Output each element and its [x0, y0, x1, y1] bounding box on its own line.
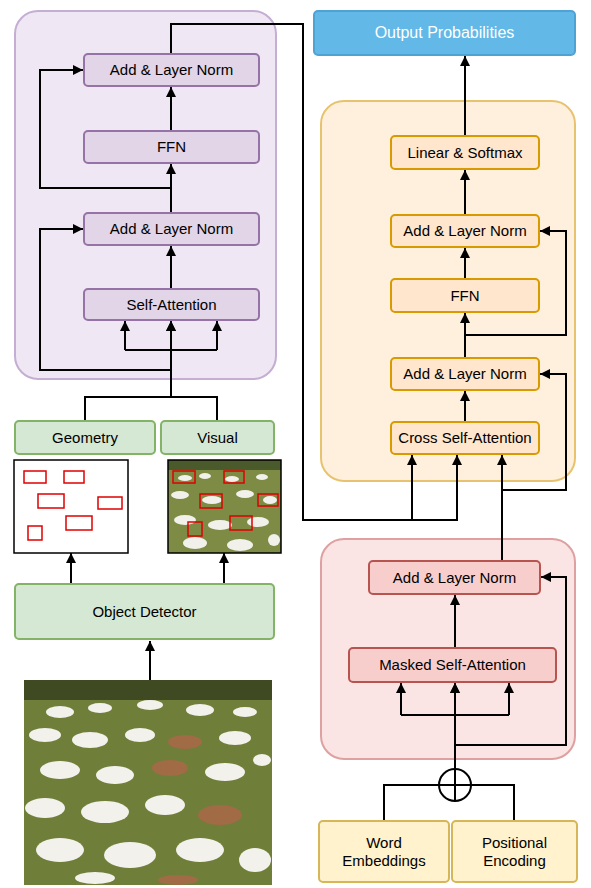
- fork-arrow: [400, 683, 402, 715]
- box-label: Add & Layer Norm: [403, 222, 526, 239]
- image-frame: [168, 460, 281, 553]
- bounding-boxes: [24, 471, 122, 540]
- fork-line: [125, 349, 217, 351]
- feature-box: Visual: [160, 420, 281, 553]
- encoder-block: Add & Layer NormFFNAdd & Layer NormSelf-…: [14, 10, 277, 380]
- geometry-image: [14, 460, 128, 553]
- box-label: Positional Encoding: [457, 834, 572, 869]
- embedding-box: Word Embeddings: [318, 820, 450, 883]
- feature-label: Visual: [160, 420, 275, 455]
- input-photo: [24, 680, 272, 885]
- attention-box: Masked Self-Attention: [348, 647, 557, 683]
- box-label: Add & Layer Norm: [393, 569, 516, 586]
- feature-box: Geometry: [14, 420, 156, 553]
- box-label: Object Detector: [92, 603, 196, 620]
- connector: [223, 553, 225, 583]
- connector: [464, 391, 466, 421]
- connector: [464, 248, 466, 278]
- photo-forest: [24, 680, 272, 700]
- brown-cows: [152, 735, 242, 885]
- connector: [464, 170, 466, 214]
- connector: [454, 595, 456, 647]
- photo-arrow: [149, 641, 151, 680]
- fork-arrow: [124, 321, 126, 350]
- box-label: FFN: [450, 287, 479, 304]
- box-label: Masked Self-Attention: [379, 656, 526, 673]
- box-label: FFN: [157, 138, 186, 155]
- encoding-box: Positional Encoding: [451, 820, 578, 883]
- image-frame: [14, 460, 128, 553]
- box-label: Self-Attention: [126, 296, 216, 313]
- box-label: Add & Layer Norm: [110, 61, 233, 78]
- decoder-block: Linear & SoftmaxAdd & Layer NormFFNAdd &…: [320, 100, 576, 482]
- photo-ground: [24, 680, 272, 885]
- connector: [170, 246, 172, 288]
- norm-box: Add & Layer Norm: [83, 53, 260, 87]
- image-ground: [168, 460, 281, 553]
- fork-line: [401, 714, 509, 716]
- fork-arrow: [508, 683, 510, 715]
- box-label: Cross Self-Attention: [398, 429, 531, 446]
- norm-box: Add & Layer Norm: [390, 214, 540, 248]
- box-label: Output Probabilities: [375, 24, 515, 42]
- ffn-box: FFN: [83, 130, 260, 164]
- norm-box: Add & Layer Norm: [390, 357, 540, 391]
- connector: [464, 56, 466, 135]
- attention-box: Cross Self-Attention: [390, 421, 540, 455]
- box-label: Add & Layer Norm: [110, 220, 233, 237]
- connector: [170, 87, 172, 130]
- detector-box: Object Detector: [14, 583, 275, 640]
- masked-block: Add & Layer NormMasked Self-Attention: [320, 538, 576, 760]
- visual-image: [168, 460, 281, 553]
- image-forest: [168, 460, 281, 470]
- output-box: Output Probabilities: [313, 10, 576, 56]
- box-label: Add & Layer Norm: [403, 365, 526, 382]
- norm-box: Add & Layer Norm: [83, 212, 260, 246]
- connector: [70, 553, 72, 583]
- cows: [171, 473, 280, 551]
- softmax-box: Linear & Softmax: [390, 135, 540, 170]
- ffn-box: FFN: [390, 278, 540, 313]
- bounding-boxes: [173, 471, 278, 536]
- cows: [25, 700, 271, 884]
- norm-box: Add & Layer Norm: [368, 560, 541, 595]
- fork-arrow: [411, 455, 413, 520]
- box-label: Linear & Softmax: [407, 144, 522, 161]
- box-label: Word Embeddings: [324, 834, 444, 869]
- fork-arrow: [216, 321, 218, 350]
- attention-box: Self-Attention: [83, 288, 260, 321]
- feature-label: Geometry: [14, 420, 156, 455]
